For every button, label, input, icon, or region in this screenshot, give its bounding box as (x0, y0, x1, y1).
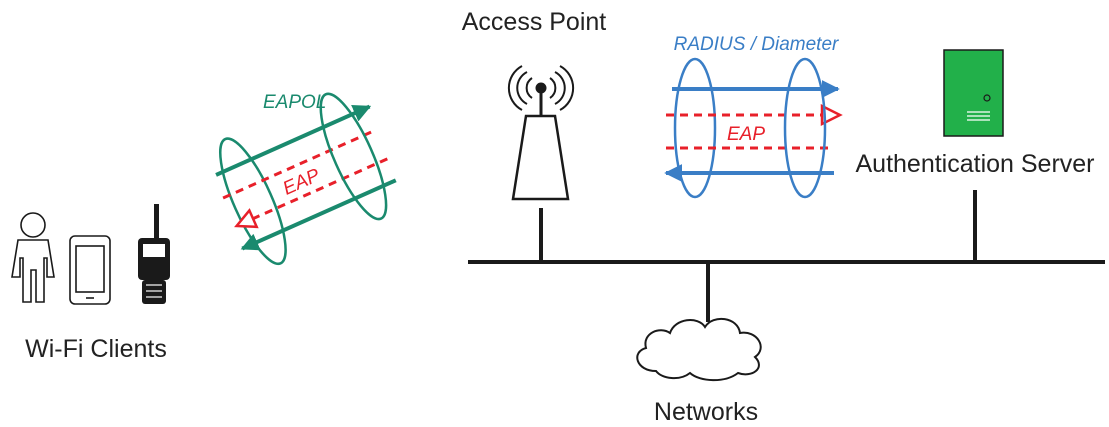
radius-ring-left (673, 57, 717, 199)
eapol-tunnel: EAPOL EAP (215, 92, 397, 266)
radius-tunnel: RADIUS / Diameter EAP (664, 34, 843, 199)
eapol-ring-right (319, 92, 388, 221)
eap-label-right: EAP (727, 124, 765, 145)
networks-label: Networks (654, 398, 758, 426)
clients-label: Wi-Fi Clients (25, 335, 167, 363)
walkie-talkie-icon (138, 204, 170, 304)
network-backbone (468, 190, 1105, 322)
eap-arrowhead-right (820, 103, 843, 127)
access-point-label: Access Point (462, 8, 607, 36)
auth-server-label: Authentication Server (855, 150, 1094, 178)
smartphone-icon (69, 235, 111, 305)
person-icon (11, 212, 55, 303)
antenna-tower-icon (507, 65, 575, 201)
eapol-ring-left (219, 137, 287, 266)
radius-ring-right (783, 57, 827, 199)
radius-label: RADIUS / Diameter (674, 34, 839, 55)
eap-dashed-lower (251, 157, 388, 221)
eapol-arrow-down (240, 178, 397, 251)
eap-arrowhead-left (234, 208, 259, 229)
eapol-arrow-up (215, 104, 372, 177)
server-icon (943, 49, 1004, 137)
cloud-icon (636, 317, 762, 382)
eapol-label: EAPOL (263, 92, 326, 113)
eap-label-left: EAP (280, 165, 324, 200)
